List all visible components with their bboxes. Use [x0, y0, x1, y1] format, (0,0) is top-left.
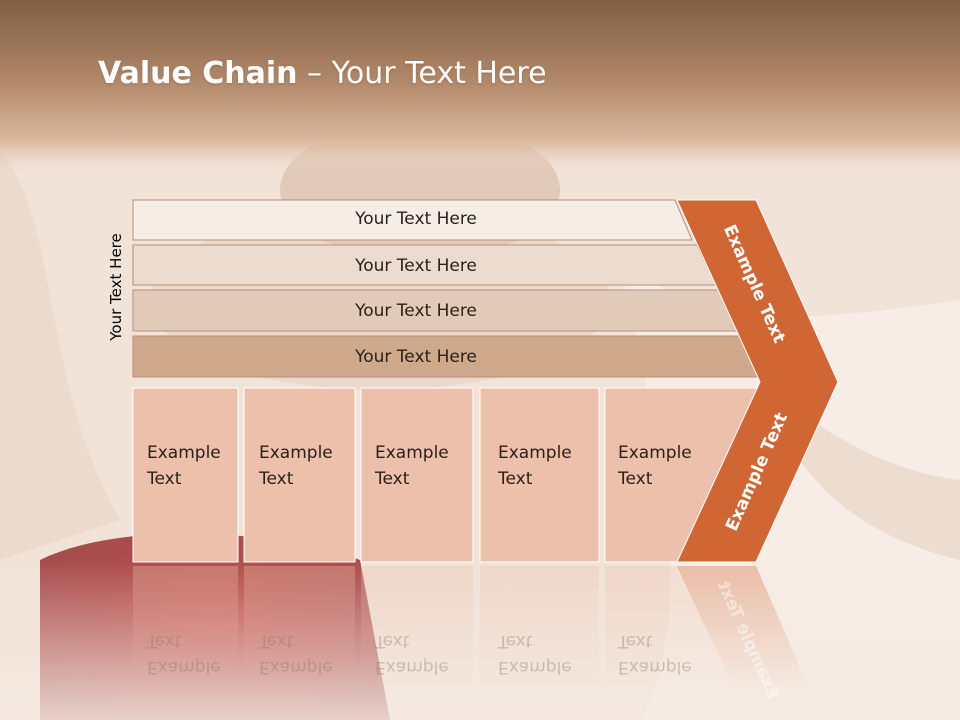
box-1-line2: Text — [147, 469, 182, 489]
slide-title: Value Chain – Your Text Here — [98, 56, 547, 91]
box-3-refl-line1: Example — [375, 657, 449, 677]
bar-1 — [132, 199, 693, 241]
title-bold: Value Chain — [98, 56, 298, 91]
box-4-line2: Text — [498, 469, 533, 489]
box-1 — [132, 387, 239, 563]
box-5-refl-line1: Example — [618, 657, 692, 677]
box-3-line2: Text — [375, 469, 410, 489]
box-2 — [243, 387, 356, 563]
box-4-line1: Example — [498, 443, 572, 463]
chevron-arrow — [676, 199, 839, 563]
box-3 — [360, 387, 474, 563]
box-1-reflection: Example Text — [147, 628, 221, 680]
box-4-reflection: Example Text — [498, 628, 572, 680]
box-4-refl-line2: Text — [498, 631, 533, 651]
box-3-line1: Example — [375, 443, 449, 463]
box-2-line1: Example — [259, 443, 333, 463]
box-4 — [479, 387, 600, 563]
bar-3-label: Your Text Here — [355, 301, 477, 321]
box-2-refl-line2: Text — [259, 631, 294, 651]
box-3-refl-line2: Text — [375, 631, 410, 651]
box-1-refl-line2: Text — [147, 631, 182, 651]
box-5-line1: Example — [618, 443, 692, 463]
box-2-refl-line1: Example — [259, 657, 333, 677]
box-2-reflection: Example Text — [259, 628, 333, 680]
box-1-refl-line1: Example — [147, 657, 221, 677]
box-1-line1: Example — [147, 443, 221, 463]
bar-1-label: Your Text Here — [355, 209, 477, 229]
box-5-refl-line2: Text — [618, 631, 653, 651]
bar-4-label: Your Text Here — [355, 347, 477, 367]
bar-2-label: Your Text Here — [355, 256, 477, 276]
box-5-reflection: Example Text — [618, 628, 692, 680]
title-rest: – Your Text Here — [297, 56, 547, 91]
box-2-line2: Text — [259, 469, 294, 489]
box-5-line2: Text — [618, 469, 653, 489]
box-4-refl-line1: Example — [498, 657, 572, 677]
box-3-reflection: Example Text — [375, 628, 449, 680]
